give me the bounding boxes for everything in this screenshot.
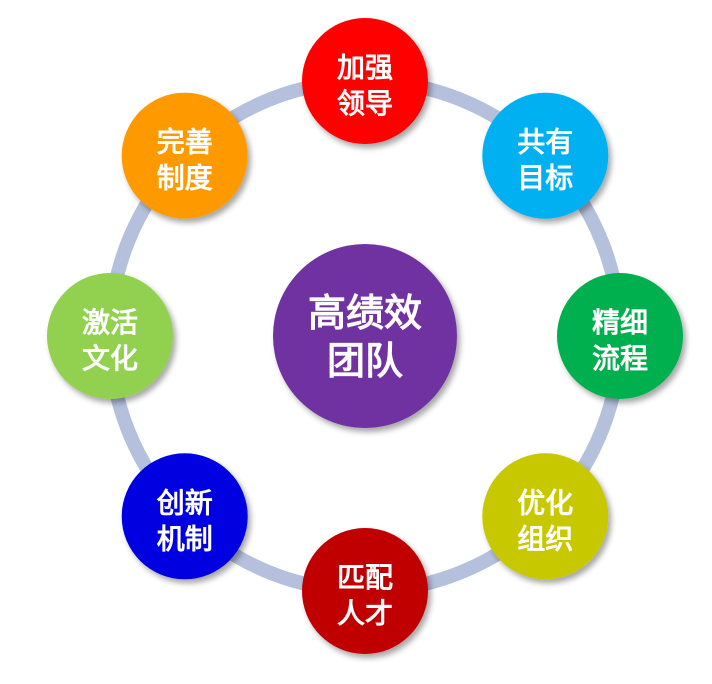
node-leadership-label-line2: 领导 — [337, 87, 393, 120]
node-leadership-label-line1: 加强 — [337, 51, 393, 84]
center-circle — [273, 244, 457, 428]
node-culture-label-line1: 激活 — [82, 306, 138, 339]
node-process-label-line2: 流程 — [592, 342, 648, 375]
node-system-label-line2: 制度 — [157, 162, 213, 195]
node-leadership-circle — [302, 18, 428, 144]
node-talent-label-line2: 人才 — [337, 597, 393, 630]
node-organization-label-line2: 组织 — [517, 522, 573, 555]
center-label-line1: 高绩效 — [308, 291, 422, 335]
center-label-line2: 团队 — [327, 339, 404, 383]
node-mechanism-label-line1: 创新 — [156, 486, 213, 519]
node-goals-label-line1: 共有 — [517, 126, 573, 159]
node-goals-label-line2: 目标 — [517, 162, 573, 195]
node-system-label-line1: 完善 — [157, 126, 213, 159]
node-organization-circle — [482, 453, 609, 580]
node-culture-label-line2: 文化 — [82, 342, 138, 375]
node-mechanism-circle — [121, 453, 248, 580]
node-culture-circle — [47, 273, 173, 399]
center-node: 高绩效 团队 — [273, 244, 457, 428]
node-talent-label-line1: 匹配 — [337, 561, 393, 594]
node-process-circle — [557, 273, 683, 399]
node-goals-circle — [482, 92, 609, 219]
node-process-label-line1: 精细 — [592, 306, 648, 339]
node-system-circle — [121, 92, 248, 219]
node-talent-circle — [302, 528, 428, 654]
node-mechanism-label-line2: 机制 — [157, 522, 213, 555]
node-organization-label-line1: 优化 — [517, 486, 573, 519]
